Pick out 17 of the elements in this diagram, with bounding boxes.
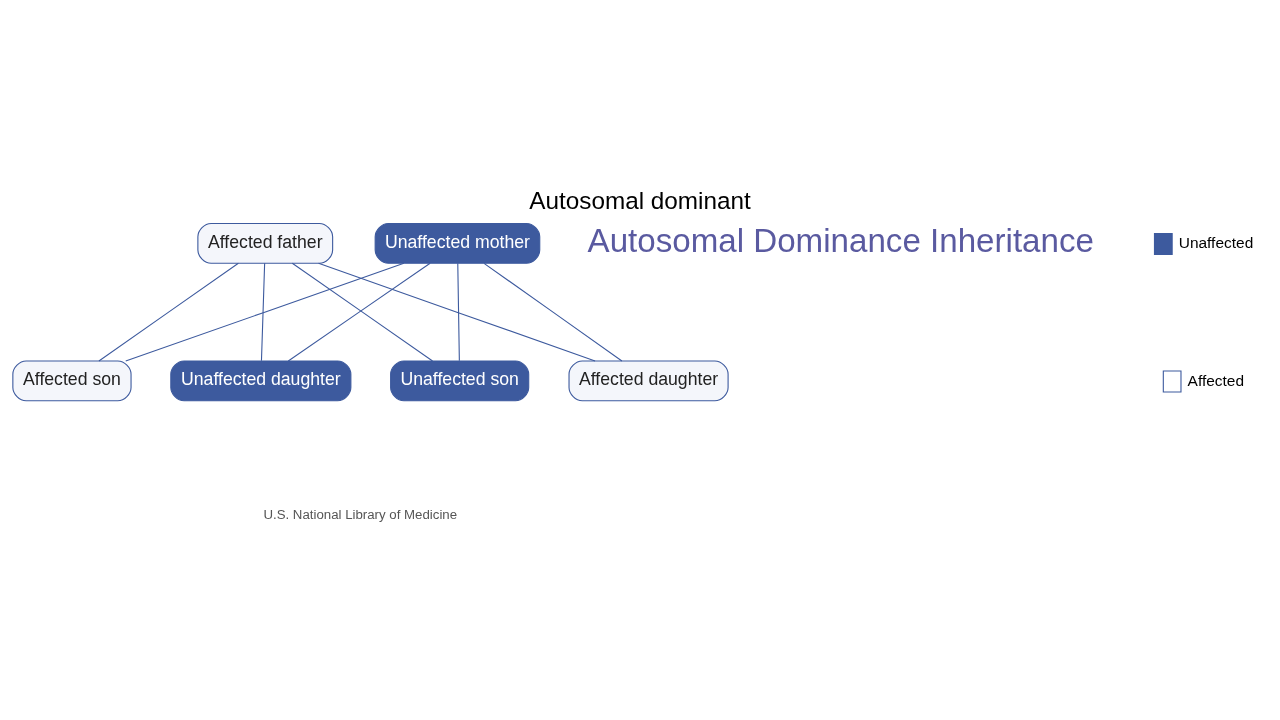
- connector: [98, 262, 239, 361]
- connector: [318, 262, 596, 361]
- diagram-title: Autosomal dominant: [529, 186, 751, 214]
- legend-label: Affected: [1187, 371, 1245, 389]
- connector: [125, 262, 405, 361]
- connector: [457, 262, 460, 361]
- label: Autosomal Dominance Inheritance: [587, 221, 1094, 259]
- node-box: Unaffected son: [390, 360, 530, 401]
- legend-label: Unaffected: [1178, 233, 1254, 251]
- node-box: Affected son: [12, 360, 132, 401]
- node-box: Unaffected daughter: [170, 360, 352, 401]
- node-box: Unaffected mother: [374, 222, 541, 264]
- node-box: Affected father: [197, 222, 334, 264]
- connector: [260, 262, 266, 361]
- caption: U.S. National Library of Medicine: [263, 506, 458, 522]
- connector: [483, 262, 623, 361]
- node-box: Affected daughter: [568, 360, 729, 401]
